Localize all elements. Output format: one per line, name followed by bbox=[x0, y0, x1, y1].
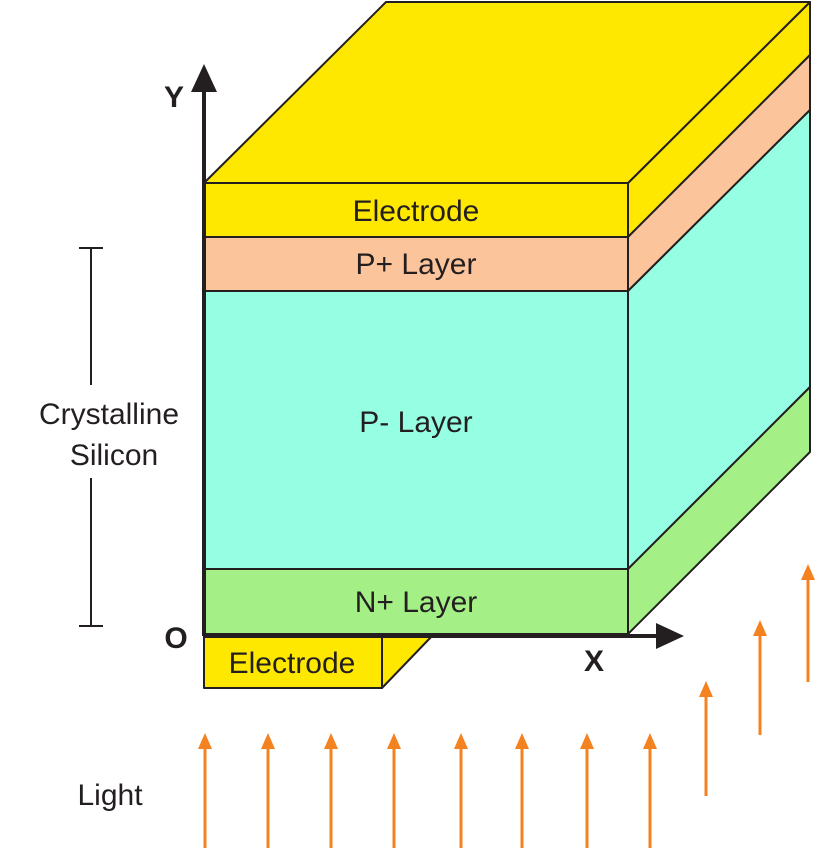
light-arrow bbox=[324, 733, 338, 848]
p-plus-label: P+ Layer bbox=[356, 248, 477, 281]
light-arrow bbox=[454, 733, 468, 848]
light-label: Light bbox=[77, 779, 143, 812]
light-arrow bbox=[753, 620, 767, 735]
bottom-electrode-side bbox=[381, 635, 433, 689]
n-plus-front bbox=[203, 568, 629, 635]
light-arrow bbox=[801, 564, 815, 682]
electrode-bottom-label: Electrode bbox=[229, 647, 356, 680]
electrode-top-label: Electrode bbox=[353, 195, 480, 228]
crystalline-silicon-label: Crystalline bbox=[39, 398, 179, 431]
block-front bbox=[203, 182, 629, 635]
y-axis-label: Y bbox=[164, 81, 184, 114]
light-arrows bbox=[198, 564, 815, 848]
light-arrow bbox=[261, 733, 275, 848]
light-arrow bbox=[198, 733, 212, 848]
x-axis-arrowhead bbox=[656, 623, 684, 649]
y-axis-arrowhead bbox=[191, 64, 217, 92]
origin-label: O bbox=[164, 622, 187, 655]
light-arrow bbox=[580, 733, 594, 848]
bottom-electrode bbox=[203, 635, 433, 689]
block-right-side bbox=[627, 1, 811, 635]
x-axis bbox=[204, 623, 684, 649]
n-plus-label: N+ Layer bbox=[355, 586, 478, 619]
y-axis bbox=[191, 64, 217, 636]
crystalline-silicon-label-line2: Silicon bbox=[70, 439, 158, 472]
bottom-electrode-front bbox=[203, 635, 383, 689]
p-minus-front bbox=[203, 290, 629, 570]
light-arrow bbox=[699, 681, 713, 796]
crystalline-silicon-bracket bbox=[79, 247, 103, 627]
light-arrow bbox=[643, 733, 657, 848]
p-minus-label: P- Layer bbox=[359, 406, 472, 439]
x-axis-label: X bbox=[584, 645, 604, 678]
light-arrow bbox=[387, 733, 401, 848]
light-arrow bbox=[515, 733, 529, 848]
